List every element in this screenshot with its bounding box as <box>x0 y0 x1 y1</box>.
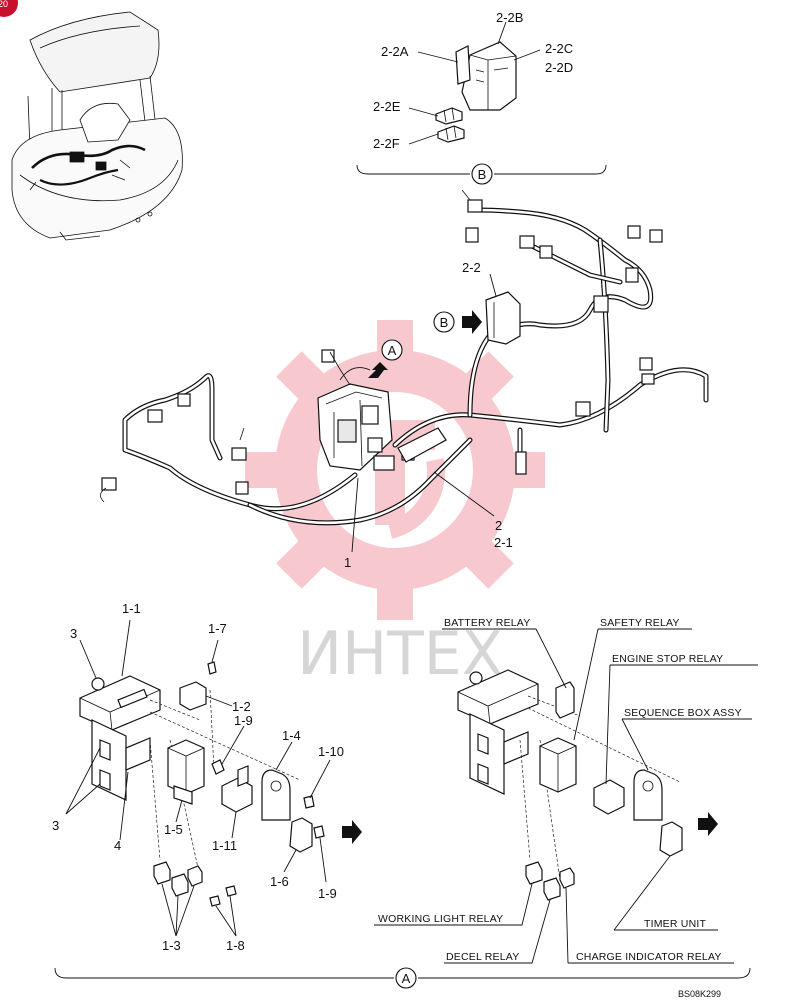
label-1-11: 1-11 <box>212 838 237 853</box>
label-1-9-top: 1-9 <box>234 713 253 728</box>
label-2-2: 2-2 <box>462 260 481 275</box>
label-1-10: 1-10 <box>318 744 344 759</box>
label-timer-unit: TIMER UNIT <box>644 918 706 930</box>
view-b-marker <box>471 163 493 185</box>
label-1-4: 1-4 <box>282 728 301 743</box>
label-safety-relay: SAFETY RELAY <box>600 617 680 629</box>
view-a-exploded-left: 1-1 3 3 4 1-7 1-2 1-9 1-4 1-10 1-5 1-11 … <box>52 601 362 953</box>
watermark-text: ИНТЕХ <box>297 619 503 689</box>
label-engine-stop-relay: ENGINE STOP RELAY <box>612 653 723 665</box>
label-1-1: 1-1 <box>122 601 141 616</box>
view-a-callout <box>381 339 403 361</box>
label-2-2a: 2-2A <box>381 44 409 59</box>
machine-overview-icon <box>11 11 183 241</box>
watermark: ИНТЕХ <box>245 320 545 689</box>
clip-2-2e <box>435 107 463 125</box>
module-2-2-installed <box>485 291 521 345</box>
label-2-2d: 2-2D <box>545 60 573 75</box>
label-1-6: 1-6 <box>270 874 289 889</box>
label-charge-indicator-relay: CHARGE INDICATOR RELAY <box>576 951 722 963</box>
direction-arrow-icon <box>342 820 362 844</box>
main-harness: B A 1 2 2-1 2-2 <box>100 189 709 570</box>
label-2-2e: 2-2E <box>373 99 401 114</box>
view-a-arrow-icon <box>368 362 388 378</box>
label-1-3: 1-3 <box>162 938 181 953</box>
label-3-bottom: 3 <box>52 818 59 833</box>
label-2-2f: 2-2F <box>373 136 400 151</box>
watermark-gear-icon <box>245 320 545 620</box>
label-1-7: 1-7 <box>208 621 227 636</box>
page-badge-text: 20 <box>0 0 8 9</box>
view-b-arrow-icon <box>462 310 482 334</box>
view-a-bracket: A <box>54 967 751 989</box>
label-decel-relay: DECEL RELAY <box>446 951 519 963</box>
direction-arrow-right-icon <box>698 812 718 836</box>
clip-2-2f <box>437 125 465 143</box>
page-badge: 20 <box>0 0 18 17</box>
label-1-2: 1-2 <box>232 699 251 714</box>
view-a-marker-text: A <box>402 971 411 986</box>
label-3-top: 3 <box>70 626 77 641</box>
connector-icon <box>467 199 483 213</box>
view-a-named-right: BATTERY RELAY SAFETY RELAY ENGINE STOP R… <box>374 617 758 964</box>
label-1-8: 1-8 <box>226 938 245 953</box>
label-2-2b: 2-2B <box>496 10 523 25</box>
label-1-9-bottom: 1-9 <box>318 886 337 901</box>
label-sequence-box: SEQUENCE BOX ASSY <box>624 707 742 719</box>
view-a-callout-text: A <box>388 343 397 358</box>
label-battery-relay: BATTERY RELAY <box>444 617 530 629</box>
label-4: 4 <box>114 838 121 853</box>
view-b-callout <box>433 311 455 333</box>
view-b-marker-text: B <box>478 167 487 182</box>
drawing-code: BS08K299 <box>678 989 721 999</box>
view-b-callout-text: B <box>440 315 449 330</box>
module-2-2 <box>455 41 517 111</box>
label-working-light-relay: WORKING LIGHT RELAY <box>378 913 503 925</box>
label-1-5: 1-5 <box>164 822 183 837</box>
label-2: 2 <box>495 518 502 533</box>
relay-bracket-assembly <box>317 351 447 471</box>
label-2-2c: 2-2C <box>545 41 573 56</box>
label-2-1: 2-1 <box>494 535 513 550</box>
label-1: 1 <box>344 555 351 570</box>
view-b-detail: 2-2A 2-2B 2-2C 2-2D 2-2E 2-2F B <box>356 10 607 185</box>
